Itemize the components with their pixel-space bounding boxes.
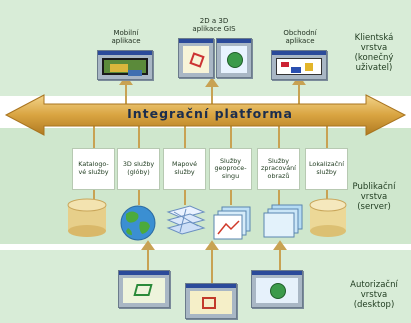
app-label-line: aplikace xyxy=(285,37,315,45)
service-label-line: služby xyxy=(174,168,195,176)
service-3d-globes: 3D služby (glóby) xyxy=(117,148,160,190)
app-connector-arrows xyxy=(119,75,306,104)
globe-icon xyxy=(120,205,156,241)
gis-globe-screen xyxy=(221,46,247,73)
business-map-screen xyxy=(276,58,322,75)
window-titlebar xyxy=(252,271,302,275)
map-patch xyxy=(305,63,313,71)
service-label-line: vé služby xyxy=(78,168,109,176)
service-maps: Mapové služby xyxy=(163,148,206,190)
map-patch xyxy=(281,62,289,67)
geoprocessing-pages-icon xyxy=(213,206,251,240)
globe-shape xyxy=(270,283,286,299)
service-localization: Lokalizační služby xyxy=(305,148,348,190)
window-titlebar xyxy=(217,39,251,43)
authorization-layer-label-line: vrstva xyxy=(360,290,388,300)
service-label-line: Katalogo- xyxy=(78,160,109,169)
integration-platform-arrow xyxy=(4,94,407,136)
catalog-database-icon xyxy=(67,198,107,237)
image-processing-pages-icon xyxy=(263,204,303,238)
publication-layer-label: Publikační vrstva (server) xyxy=(343,182,405,212)
gis-app-window-2d xyxy=(178,38,214,78)
service-label-line: geoproce- xyxy=(214,164,247,173)
integration-platform-title: Integrační platforma xyxy=(127,106,293,121)
service-image-processing: Služby zpracování obrazů xyxy=(257,148,300,190)
desktop-window-center xyxy=(185,283,237,319)
localization-database-icon xyxy=(309,198,347,237)
service-label-line: obrazů xyxy=(267,171,290,180)
service-label-line: Lokalizační xyxy=(308,160,345,169)
app-label-line: 2D a 3D xyxy=(199,17,229,25)
gis-map-screen xyxy=(183,46,209,73)
app-label-line: Mobilní xyxy=(113,29,139,37)
client-layer-label: Klientská vrstva (konečný uživatel) xyxy=(343,33,405,73)
publication-layer-label-line: vrstva xyxy=(360,192,388,202)
separator xyxy=(0,244,411,249)
app-label-line: aplikace xyxy=(111,37,141,45)
service-label-line: Mapové xyxy=(171,160,198,169)
gis-app-window-3d xyxy=(216,38,252,78)
map-shape xyxy=(133,284,153,296)
service-label-line: služby xyxy=(316,168,337,176)
publication-layer-label-line: (server) xyxy=(357,202,391,212)
authorization-layer-label-line: (desktop) xyxy=(353,300,395,310)
desktop-screen xyxy=(123,278,165,303)
app-label-business: Obchodní aplikace xyxy=(264,29,336,45)
client-layer-label-line: uživatel) xyxy=(355,63,393,73)
service-label-line: Služby xyxy=(267,156,290,165)
service-label-line: zpracování xyxy=(261,164,296,173)
service-label-line: (glóby) xyxy=(127,168,150,176)
app-label-mobile: Mobilní aplikace xyxy=(90,29,162,45)
service-label-line: singu xyxy=(221,171,240,180)
client-layer-label-line: (konečný xyxy=(354,53,394,63)
mobile-app-window xyxy=(97,50,153,80)
window-titlebar xyxy=(179,39,213,43)
desktop-window-left xyxy=(118,270,170,308)
map-shape xyxy=(202,297,216,309)
publication-layer-label-line: Publikační xyxy=(352,182,396,192)
desktop-window-right xyxy=(251,270,303,308)
desktop-connector-arrows xyxy=(141,240,287,283)
authorization-layer-label-line: Autorizační xyxy=(350,280,398,290)
app-label-line: aplikace GIS xyxy=(192,25,236,33)
map-layers-icon xyxy=(166,205,206,235)
map-patch xyxy=(291,67,301,73)
app-label-line: Obchodní xyxy=(283,29,317,37)
service-label-line: Služby xyxy=(219,156,242,165)
map-patch xyxy=(110,64,128,72)
service-label-line: 3D služby xyxy=(122,160,155,169)
client-layer-label-line: Klientská xyxy=(354,33,394,43)
window-titlebar xyxy=(272,51,326,55)
service-catalog: Katalogo- vé služby xyxy=(72,148,115,190)
app-label-gis: 2D a 3D aplikace GIS xyxy=(178,17,250,33)
desktop-screen xyxy=(190,291,232,314)
desktop-screen xyxy=(256,278,298,303)
client-layer-label-line: vrstva xyxy=(360,43,388,53)
business-app-window xyxy=(271,50,327,80)
mobile-map-screen xyxy=(102,58,148,76)
service-geoprocessing: Služby geoproce- singu xyxy=(209,148,252,190)
map-shape xyxy=(189,52,205,68)
authorization-layer-label: Autorizační vrstva (desktop) xyxy=(343,280,405,310)
window-titlebar xyxy=(98,51,152,55)
map-patch xyxy=(128,70,142,76)
separator xyxy=(0,96,411,101)
globe-shape xyxy=(227,52,243,68)
window-titlebar xyxy=(119,271,169,275)
window-titlebar xyxy=(186,284,236,288)
